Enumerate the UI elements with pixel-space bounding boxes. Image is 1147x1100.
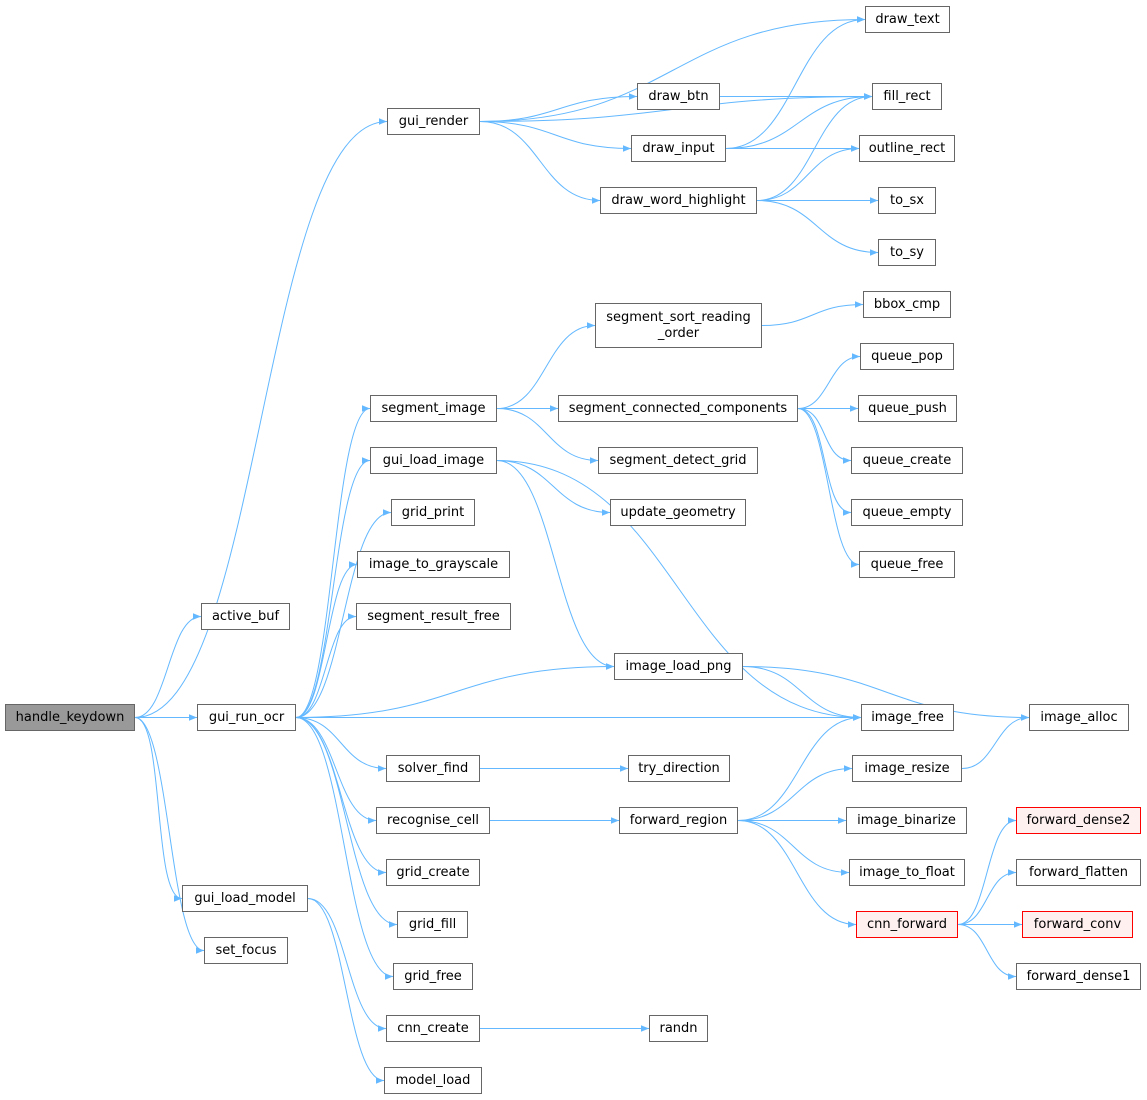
edge-image_resize-to-image_alloc <box>961 714 1030 769</box>
edge-gui_render-to-draw_btn <box>479 93 638 122</box>
node-image-binarize[interactable]: image_binarize <box>846 807 967 834</box>
node-image-alloc[interactable]: image_alloc <box>1029 704 1129 731</box>
node-to-sx[interactable]: to_sx <box>878 187 936 214</box>
node-grid-free[interactable]: grid_free <box>393 963 473 990</box>
node-update-geometry[interactable]: update_geometry <box>610 499 746 526</box>
edge-forward_region-to-image_free <box>737 714 862 821</box>
edge-gui_run_ocr-to-solver_find <box>295 717 387 772</box>
node-draw-btn[interactable]: draw_btn <box>637 83 720 110</box>
edge-gui_load_model-to-cnn_create <box>307 898 387 1032</box>
node-queue-create[interactable]: queue_create <box>851 447 963 474</box>
edge-gui_run_ocr-to-grid_print <box>295 509 392 718</box>
edge-cnn_forward-to-forward_flatten <box>957 869 1017 925</box>
edge-draw_input-to-draw_text <box>725 16 866 149</box>
edge-cnn_forward-to-forward_dense2 <box>957 817 1017 925</box>
edge-draw_word_highlight-to-outline_rect <box>756 145 860 201</box>
node-forward-dense1[interactable]: forward_dense1 <box>1016 963 1141 990</box>
node-outline-rect[interactable]: outline_rect <box>859 135 955 162</box>
edge-gui_render-to-draw_input <box>479 121 632 152</box>
node-queue-empty[interactable]: queue_empty <box>851 499 963 526</box>
edge-segment_connected_components-to-queue_pop <box>797 353 861 409</box>
edge-gui_render-to-draw_text <box>479 16 866 122</box>
edge-segment_sort_reading_order-to-bbox_cmp <box>761 301 864 326</box>
node-segment-detect-grid[interactable]: segment_detect_grid <box>598 447 758 474</box>
edge-gui_load_model-to-model_load <box>307 898 385 1084</box>
node-bbox-cmp[interactable]: bbox_cmp <box>863 291 951 318</box>
node-draw-input[interactable]: draw_input <box>631 135 726 162</box>
node-set-focus[interactable]: set_focus <box>204 937 288 964</box>
edge-handle_keydown-to-set_focus <box>134 717 205 954</box>
edge-forward_region-to-cnn_forward <box>737 820 857 928</box>
edge-handle_keydown-to-active_buf <box>134 613 202 718</box>
node-grid-create[interactable]: grid_create <box>386 859 480 886</box>
node-image-resize[interactable]: image_resize <box>852 755 962 782</box>
node-image-free[interactable]: image_free <box>861 704 954 731</box>
node-image-to-grayscale[interactable]: image_to_grayscale <box>357 551 510 578</box>
node-cnn-create[interactable]: cnn_create <box>386 1015 480 1042</box>
edge-gui_run_ocr-to-gui_load_image <box>295 457 371 718</box>
node-queue-push[interactable]: queue_push <box>858 395 957 422</box>
edge-handle_keydown-to-gui_load_model <box>134 717 183 902</box>
edge-segment_connected_components-to-queue_empty <box>797 408 852 516</box>
edge-draw_word_highlight-to-fill_rect <box>756 93 873 201</box>
edge-segment_connected_components-to-queue_free <box>797 408 860 568</box>
edge-gui_run_ocr-to-image_to_grayscale <box>295 561 358 718</box>
edge-segment_image-to-segment_detect_grid <box>496 408 599 464</box>
edge-gui_load_image-to-image_load_png <box>496 460 615 670</box>
node-handle-keydown[interactable]: handle_keydown <box>5 704 135 731</box>
edge-image_load_png-to-image_alloc <box>742 666 1030 721</box>
edge-handle_keydown-to-gui_render <box>134 118 388 718</box>
edge-gui_run_ocr-to-segment_result_free <box>295 613 357 718</box>
node-forward-region[interactable]: forward_region <box>619 807 738 834</box>
node-draw-word-highlight[interactable]: draw_word_highlight <box>600 187 757 214</box>
node-gui-run-ocr[interactable]: gui_run_ocr <box>197 704 296 731</box>
edge-segment_image-to-segment_sort_reading_order <box>496 322 596 409</box>
edge-gui_run_ocr-to-grid_fill <box>295 717 398 928</box>
node-randn[interactable]: randn <box>649 1015 708 1042</box>
node-segment-image[interactable]: segment_image <box>370 395 497 422</box>
node-solver-find[interactable]: solver_find <box>386 755 480 782</box>
node-queue-free[interactable]: queue_free <box>859 551 955 578</box>
edge-segment_connected_components-to-queue_create <box>797 408 852 464</box>
edge-draw_word_highlight-to-to_sy <box>756 200 879 256</box>
node-forward-conv[interactable]: forward_conv <box>1022 911 1133 938</box>
node-recognise-cell[interactable]: recognise_cell <box>376 807 490 834</box>
node-segment-result-free[interactable]: segment_result_free <box>356 603 511 630</box>
node-gui-render[interactable]: gui_render <box>387 108 480 135</box>
edge-gui_run_ocr-to-image_load_png <box>295 663 615 718</box>
edge-draw_input-to-fill_rect <box>725 93 873 149</box>
node-grid-print[interactable]: grid_print <box>391 499 475 526</box>
edge-gui_run_ocr-to-grid_create <box>295 717 387 876</box>
edge-gui_run_ocr-to-grid_free <box>295 717 394 980</box>
node-gui-load-image[interactable]: gui_load_image <box>370 447 497 474</box>
node-active-buf[interactable]: active_buf <box>201 603 290 630</box>
node-segment-sort-reading-order[interactable]: segment_sort_reading _order <box>595 303 762 348</box>
edge-gui_load_image-to-image_free <box>496 460 862 721</box>
node-image-load-png[interactable]: image_load_png <box>614 653 743 680</box>
node-segment-connected-components[interactable]: segment_connected_components <box>558 395 798 422</box>
node-forward-flatten[interactable]: forward_flatten <box>1016 859 1141 886</box>
node-cnn-forward[interactable]: cnn_forward <box>856 911 958 938</box>
node-grid-fill[interactable]: grid_fill <box>397 911 468 938</box>
edge-cnn_forward-to-forward_dense1 <box>957 924 1017 980</box>
node-forward-dense2[interactable]: forward_dense2 <box>1016 807 1141 834</box>
node-gui-load-model[interactable]: gui_load_model <box>182 885 308 912</box>
node-image-to-float[interactable]: image_to_float <box>849 859 965 886</box>
edge-gui_load_image-to-update_geometry <box>496 460 611 516</box>
node-queue-pop[interactable]: queue_pop <box>860 343 954 370</box>
edge-forward_region-to-image_to_float <box>737 820 850 876</box>
edge-gui_render-to-draw_word_highlight <box>479 121 601 204</box>
node-fill-rect[interactable]: fill_rect <box>872 83 942 110</box>
edge-image_load_png-to-image_free <box>742 666 862 721</box>
node-to-sy[interactable]: to_sy <box>878 239 936 266</box>
edge-gui_run_ocr-to-segment_image <box>295 405 371 718</box>
node-try-direction[interactable]: try_direction <box>628 755 730 782</box>
node-draw-text[interactable]: draw_text <box>865 6 950 33</box>
edge-forward_region-to-image_resize <box>737 765 853 821</box>
node-model-load[interactable]: model_load <box>384 1067 482 1094</box>
